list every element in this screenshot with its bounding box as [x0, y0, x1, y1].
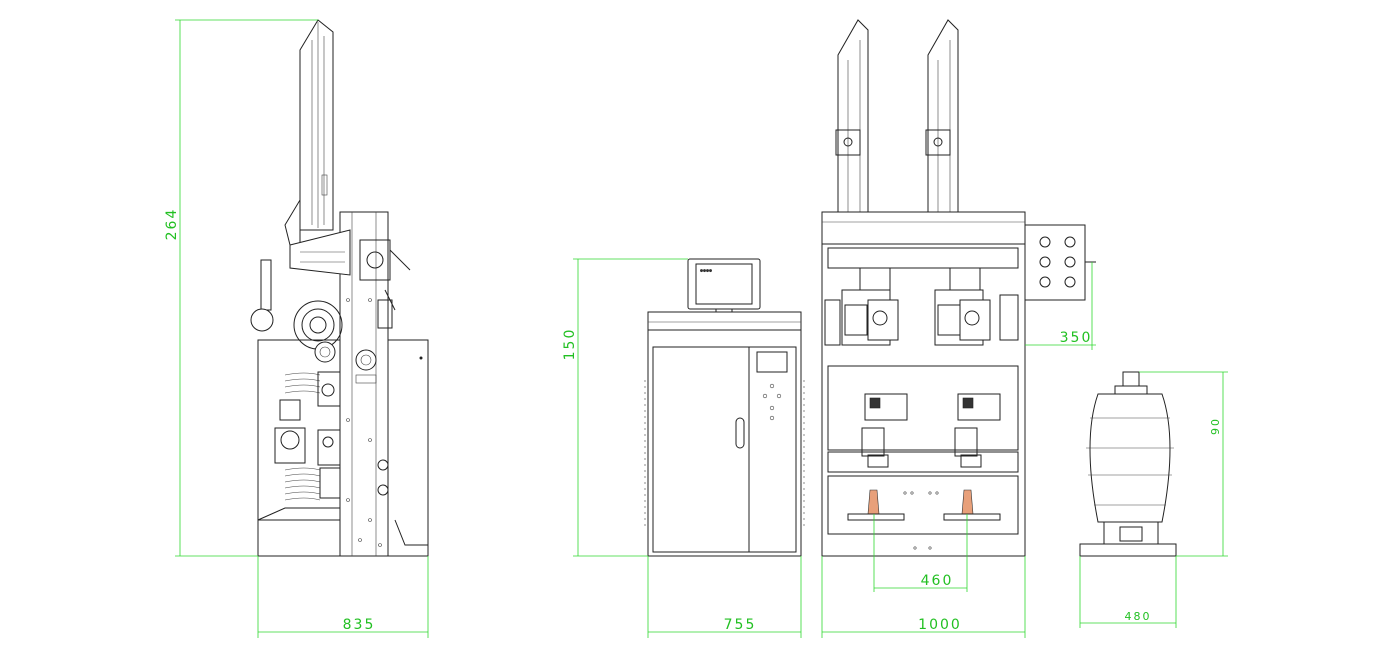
dimension-labels: 264 835 150 755 1000 460 350 90 480	[164, 208, 1222, 633]
dim-valve-extension: 350	[1060, 330, 1093, 346]
front-view-machine	[821, 19, 1096, 557]
dim-cabinet-width: 755	[724, 617, 757, 633]
dim-side-height: 264	[164, 208, 180, 241]
dim-tank-height: 90	[1209, 417, 1222, 435]
dim-cabinet-height: 150	[562, 328, 578, 361]
dim-spindle-spacing: 460	[921, 573, 954, 589]
side-view-machine	[250, 19, 429, 557]
control-cabinet: ●●●●	[644, 258, 805, 557]
screen-text: ●●●●	[700, 268, 712, 274]
dim-tank-width: 480	[1125, 610, 1152, 623]
dim-side-width: 835	[343, 617, 376, 633]
tank	[1079, 371, 1177, 557]
dimension-lines	[175, 19, 1228, 638]
dim-machine-width: 1000	[918, 617, 962, 633]
